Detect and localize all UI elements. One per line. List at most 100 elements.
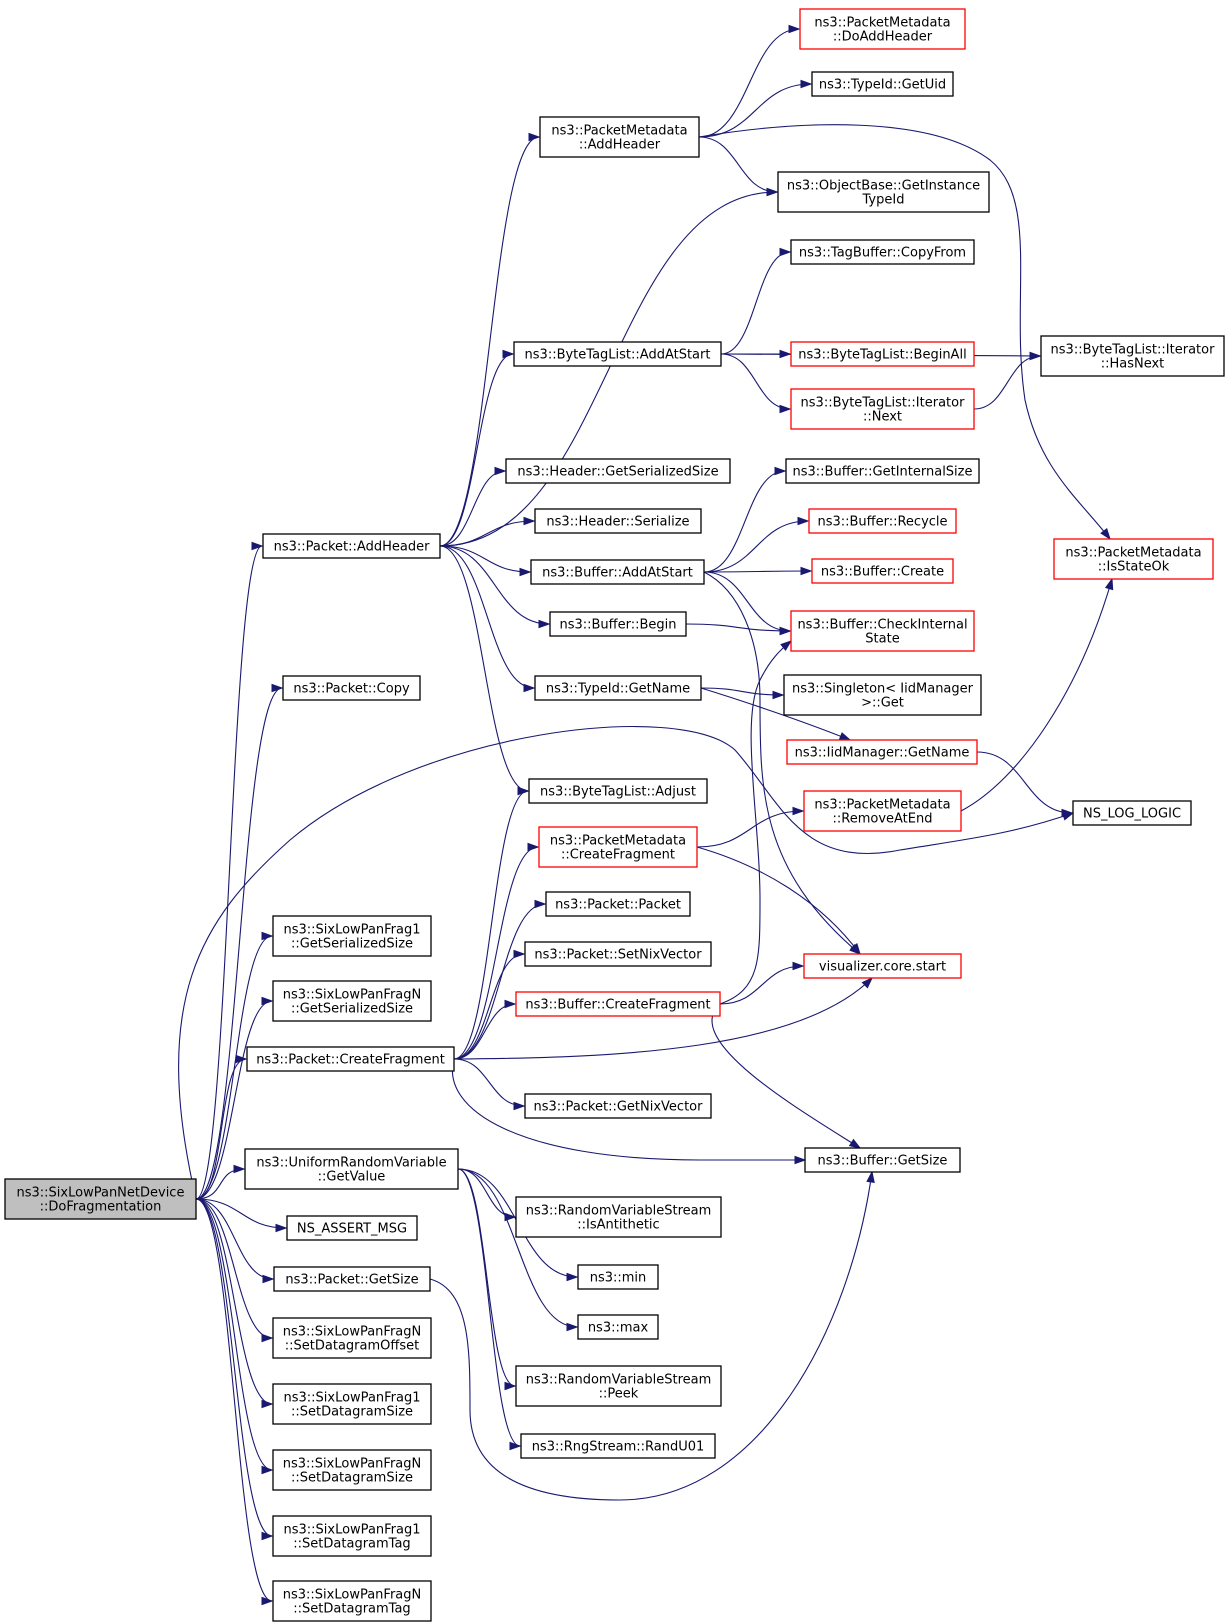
node-label: ::HasNext <box>1101 357 1165 372</box>
node-buf-create[interactable]: ns3::Buffer::Create <box>811 558 954 584</box>
edge-line <box>439 545 529 792</box>
node-fn-settag[interactable]: ns3::SixLowPanFragN::SetDatagramTag <box>272 1580 432 1622</box>
node-tid-getname[interactable]: ns3::TypeId::GetName <box>534 675 702 701</box>
node-box <box>790 341 975 367</box>
node-tid-getuid[interactable]: ns3::TypeId::GetUid <box>811 71 954 97</box>
node-box <box>1053 538 1214 580</box>
node-buf-addatstart[interactable]: ns3::Buffer::AddAtStart <box>530 559 705 585</box>
node-pm-addheader[interactable]: ns3::PacketMetadata::AddHeader <box>539 116 700 158</box>
node-label: ns3::Header::GetSerializedSize <box>517 465 718 480</box>
node-label: ns3::PacketMetadata <box>814 798 950 813</box>
node-label: ::RemoveAtEnd <box>833 812 933 827</box>
edge-line <box>195 1198 274 1280</box>
node-box <box>273 1266 431 1292</box>
node-box <box>530 559 705 585</box>
node-box <box>524 1093 712 1119</box>
node-buf-begin[interactable]: ns3::Buffer::Begin <box>549 611 687 637</box>
edge-line <box>429 1171 873 1501</box>
node-btl-it-next[interactable]: ns3::ByteTagList::Iterator::Next <box>790 388 975 430</box>
call-edge-buf_begin-to-buf_checkinternal <box>685 623 792 636</box>
node-label: ns3::PacketMetadata <box>1065 546 1201 561</box>
node-ns3-min[interactable]: ns3::min <box>577 1264 659 1290</box>
node-label: ::SetDatagramSize <box>291 1405 413 1420</box>
node-pkt-copy[interactable]: ns3::Packet::Copy <box>282 675 421 701</box>
edge-line <box>698 124 1111 540</box>
node-box <box>790 239 975 265</box>
node-label: ns3::Buffer::Create <box>821 565 944 580</box>
node-btl-adjust[interactable]: ns3::ByteTagList::Adjust <box>528 778 708 804</box>
edge-line <box>439 191 778 547</box>
node-tb-copyfrom[interactable]: ns3::TagBuffer::CopyFrom <box>790 239 975 265</box>
node-rvs-peek[interactable]: ns3::RandomVariableStream::Peek <box>515 1365 722 1407</box>
node-box <box>515 1365 722 1407</box>
node-label: ns3::PacketMetadata <box>814 16 950 31</box>
node-hdr-getser[interactable]: ns3::Header::GetSerializedSize <box>505 458 731 484</box>
node-btl-addatstart[interactable]: ns3::ByteTagList::AddAtStart <box>513 341 722 367</box>
node-pm-createfrag[interactable]: ns3::PacketMetadata::CreateFragment <box>538 826 698 868</box>
node-btl-it-hasnext[interactable]: ns3::ByteTagList::Iterator::HasNext <box>1040 335 1225 377</box>
arrowhead-icon <box>779 404 792 414</box>
node-iid-getname[interactable]: ns3::IidManager::GetName <box>786 739 978 765</box>
node-box <box>244 1148 459 1190</box>
call-edge-pkt_createfrag-to-pkt_setnix <box>453 949 526 1060</box>
node-label: ns3::max <box>588 1321 649 1336</box>
node-pkt-getnix[interactable]: ns3::Packet::GetNixVector <box>524 1093 712 1119</box>
node-buf-createfrag[interactable]: ns3::Buffer::CreateFragment <box>515 991 721 1017</box>
node-box <box>549 611 687 637</box>
node-label: ns3::Buffer::Begin <box>559 618 676 633</box>
call-edge-buf_addatstart-to-buf_getinternal <box>703 466 787 573</box>
call-edge-root-to-f1_settag <box>195 1198 274 1541</box>
arrowhead-icon <box>797 516 810 526</box>
node-pkt-createfrag[interactable]: ns3::Packet::CreateFragment <box>246 1046 455 1072</box>
node-hdr-serialize[interactable]: ns3::Header::Serialize <box>534 508 702 534</box>
node-pm-doaddheader[interactable]: ns3::PacketMetadata::DoAddHeader <box>799 8 966 50</box>
node-f1-setsize[interactable]: ns3::SixLowPanFrag1::SetDatagramSize <box>272 1383 432 1425</box>
node-label: >::Get <box>861 696 904 711</box>
node-box <box>505 458 731 484</box>
node-pkt-packet[interactable]: ns3::Packet::Packet <box>545 891 691 917</box>
node-rng-randu01[interactable]: ns3::RngStream::RandU01 <box>520 1433 716 1459</box>
call-edge-pkt_createfrag-to-pkt_getnix <box>453 1058 526 1111</box>
node-ns-log-logic[interactable]: NS_LOG_LOGIC <box>1072 800 1192 826</box>
node-f1-settag[interactable]: ns3::SixLowPanFrag1::SetDatagramTag <box>272 1515 432 1557</box>
node-buf-recycle[interactable]: ns3::Buffer::Recycle <box>808 508 957 534</box>
call-edge-pkt_createfrag-to-pkt_packet <box>453 899 547 1060</box>
arrowhead-icon <box>800 566 813 576</box>
node-pm-isstateok[interactable]: ns3::PacketMetadata::IsStateOk <box>1053 538 1214 580</box>
node-ns3-max[interactable]: ns3::max <box>577 1314 659 1340</box>
node-label: ::AddHeader <box>579 138 661 153</box>
node-assert-msg[interactable]: NS_ASSERT_MSG <box>286 1215 418 1241</box>
arrowhead-icon <box>772 690 785 700</box>
arrowhead-icon <box>766 187 779 197</box>
node-box <box>272 1317 432 1359</box>
call-edge-btl_addatstart-to-btl_it_next <box>720 353 792 414</box>
node-singleton-get[interactable]: ns3::Singleton< IidManager>::Get <box>783 674 982 716</box>
node-label: ns3::SixLowPanFragN <box>283 1325 421 1340</box>
node-buf-getsize[interactable]: ns3::Buffer::GetSize <box>804 1147 961 1173</box>
node-pkt-getsize[interactable]: ns3::Packet::GetSize <box>273 1266 431 1292</box>
edge-line <box>696 810 804 848</box>
edge-line <box>698 83 812 138</box>
node-fn-getser[interactable]: ns3::SixLowPanFragN::GetSerializedSize <box>272 980 432 1022</box>
node-label: ::GetSerializedSize <box>291 937 413 952</box>
node-btl-beginall[interactable]: ns3::ByteTagList::BeginAll <box>790 341 975 367</box>
arrowhead-icon <box>261 1531 274 1541</box>
arrowhead-icon <box>1100 528 1111 541</box>
arrowhead-icon <box>848 1138 862 1149</box>
node-pkt-addheader[interactable]: ns3::Packet::AddHeader <box>262 533 441 559</box>
node-buf-getinternal[interactable]: ns3::Buffer::GetInternalSize <box>785 458 980 484</box>
node-pkt-setnix[interactable]: ns3::Packet::SetNixVector <box>524 941 712 967</box>
node-vis-start[interactable]: visualizer.core.start <box>803 953 962 979</box>
node-pm-removeatend[interactable]: ns3::PacketMetadata::RemoveAtEnd <box>803 790 962 832</box>
edge-line <box>960 578 1113 812</box>
call-edge-iid_getname-to-ns_log_logic <box>976 751 1074 818</box>
node-label: ns3::SixLowPanNetDevice <box>17 1186 185 1201</box>
node-fn-setsize[interactable]: ns3::SixLowPanFragN::SetDatagramSize <box>272 1449 432 1491</box>
node-fn-setoffset[interactable]: ns3::SixLowPanFragN::SetDatagramOffset <box>272 1317 432 1359</box>
node-root[interactable]: ns3::SixLowPanNetDevice::DoFragmentation <box>4 1178 197 1220</box>
node-rvs-isanti[interactable]: ns3::RandomVariableStream::IsAntithetic <box>515 1196 722 1238</box>
node-f1-getser[interactable]: ns3::SixLowPanFrag1::GetSerializedSize <box>272 915 432 957</box>
node-urv-getvalue[interactable]: ns3::UniformRandomVariable::GetValue <box>244 1148 459 1190</box>
